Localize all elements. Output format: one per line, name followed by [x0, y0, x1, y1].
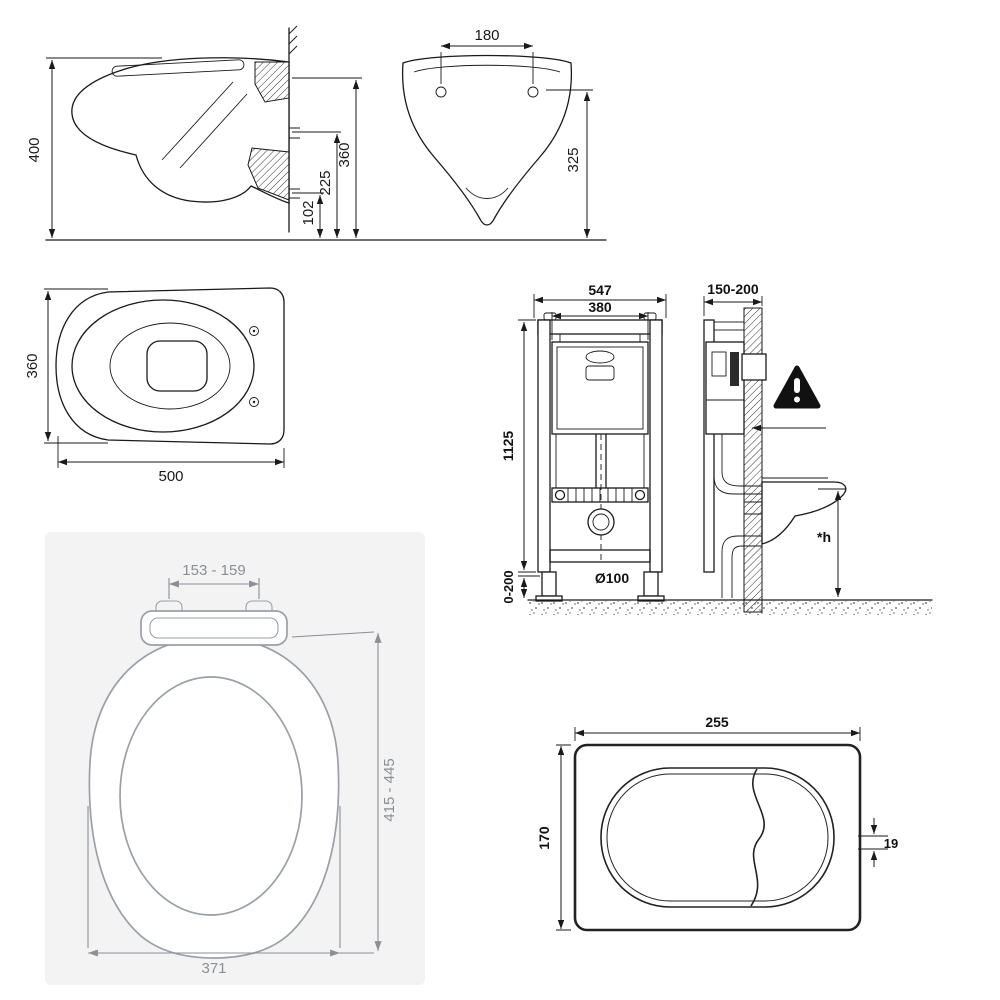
fixing-bolt-left — [554, 489, 566, 501]
foot-adjust-dim-label: 0-200 — [501, 570, 516, 603]
toilet-top-view-diagram: 360 500 — [24, 287, 285, 485]
seat-length-dim-label: 415 - 445 — [381, 758, 398, 821]
flush-bend-pipe — [713, 434, 762, 495]
side-fixing-height-dim-label: 360 — [336, 142, 353, 167]
button-bezel-outer — [600, 767, 835, 908]
toilet-front-view-diagram: 180 325 — [401, 27, 593, 238]
ext-line — [440, 52, 534, 84]
cistern-inner-line — [556, 346, 644, 430]
seat-hinge-bar — [140, 610, 288, 646]
frame-height-dim-label: 1125 — [500, 431, 516, 462]
cistern-valve-port — [585, 365, 615, 381]
side-outlet-height-dim-label: 225 — [317, 170, 334, 195]
inlet-hatch — [254, 61, 290, 103]
outlet-circle — [587, 508, 615, 536]
hinge-inner-line — [149, 617, 279, 639]
frame-left-rail — [537, 319, 551, 573]
mounting-hole-right — [527, 86, 539, 98]
thickness-ticks — [858, 835, 888, 850]
mounting-hole-left — [435, 86, 447, 98]
hole-center-dot — [252, 400, 256, 404]
fixing-width-dim-label: 380 — [588, 299, 612, 315]
plate-height-dim-label: 170 — [536, 826, 552, 850]
bowl-top-outline — [55, 287, 285, 445]
water-ellipse — [109, 322, 231, 410]
button-divider-curve — [750, 768, 765, 907]
bracket-hatch — [567, 488, 633, 502]
cistern-access-oval — [585, 350, 615, 364]
hole-center-dot — [252, 329, 256, 333]
ext-line — [44, 288, 108, 444]
flush-valve — [730, 352, 739, 386]
wall-depth-dim-label: 150-200 — [707, 281, 759, 297]
button-bezel-inner — [606, 773, 829, 902]
side-inlet-height-dim-label: 102 — [300, 200, 317, 225]
seat-opening — [119, 676, 303, 916]
bowl-inner-line — [465, 187, 509, 199]
wall-hatch-ticks — [288, 25, 298, 55]
trap-outline — [146, 340, 208, 392]
fixing-bolt-right — [634, 489, 646, 501]
plate-thickness-dim-label: 19 — [884, 836, 898, 851]
fill-valve — [711, 351, 727, 377]
hanger-straps — [559, 334, 641, 342]
ext-line — [518, 319, 536, 573]
bottom-crossbar — [549, 549, 651, 563]
hinge-spacing-dim-label: 153 - 159 — [182, 562, 245, 579]
bowl-height-note-label: *h — [817, 529, 831, 545]
seat-width-dim-label: 371 — [201, 960, 226, 977]
adjustable-foot-left — [541, 571, 557, 597]
toilet-front-outline — [401, 54, 573, 226]
seat-fixing-hole-top — [249, 326, 259, 336]
ext-line — [556, 744, 571, 931]
wall-bracket — [713, 321, 745, 331]
ext-line — [87, 806, 341, 948]
outlet-inner-circle — [592, 513, 610, 531]
toilet-seat-diagram: 153 - 159 415 - 445 371 — [45, 532, 425, 985]
flush-pipe — [595, 433, 607, 489]
top-width-dim-label: 360 — [24, 353, 41, 378]
pipe-stubs — [289, 127, 300, 199]
toilet-side-view-diagram: 400 360 225 102 — [26, 25, 607, 241]
flush-plate-diagram: 255 170 19 — [536, 714, 898, 932]
inspection-shaft — [741, 353, 767, 381]
frame-width-dim-label: 547 — [588, 282, 612, 298]
plate-width-dim-label: 255 — [705, 714, 729, 730]
bowl-side-profile — [761, 481, 847, 545]
rim-channel — [111, 59, 245, 77]
floor-hatch-band — [528, 601, 932, 615]
frame-right-rail — [649, 319, 663, 573]
adjustable-foot-right — [643, 571, 659, 597]
hole-spacing-dim-label: 180 — [474, 27, 499, 44]
warning-exclamation-bar — [794, 378, 800, 393]
outlet-hatch — [247, 147, 290, 201]
outlet-diameter-label: Ø100 — [595, 570, 629, 586]
top-depth-dim-label: 500 — [158, 468, 183, 485]
fixing-rods — [555, 434, 645, 488]
flush-duct-lines — [161, 81, 248, 169]
outlet-pipe-side — [721, 535, 762, 598]
side-height-dim-label: 400 — [26, 137, 43, 162]
installation-frame-front-diagram: 547 380 1125 0-200 Ø100 — [500, 282, 667, 604]
cistern-front — [551, 341, 649, 435]
plate-outline — [573, 743, 862, 932]
seat-fixing-hole-bottom — [249, 397, 259, 407]
rim-ellipse — [71, 299, 255, 433]
toilet-bowl-profile — [71, 57, 290, 204]
frame-top-crossbar — [537, 319, 663, 335]
front-height-dim-label: 325 — [565, 147, 582, 172]
rim-inner-line — [413, 64, 561, 73]
installation-frame-side-diagram: 150-200 *h — [527, 281, 933, 615]
warning-exclamation-dot — [794, 396, 800, 403]
